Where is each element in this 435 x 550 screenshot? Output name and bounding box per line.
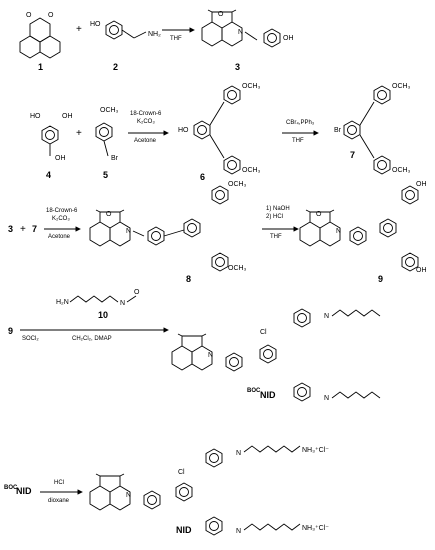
svg-text:NH₃⁺Cl⁻: NH₃⁺Cl⁻	[302, 525, 329, 532]
svg-text:OCH₃: OCH₃	[392, 167, 411, 174]
compound-2: HO NH₂ 2	[90, 20, 161, 72]
svg-text:7: 7	[32, 224, 37, 234]
label-1: 1	[38, 62, 43, 72]
svg-text:dioxane: dioxane	[48, 498, 70, 504]
svg-text:Br: Br	[111, 155, 119, 162]
svg-text:N: N	[236, 450, 241, 457]
label-9: 9	[378, 274, 383, 284]
svg-text:N: N	[126, 228, 131, 235]
svg-text:NH₂: NH₂	[148, 31, 161, 38]
compound-9: O N OH OH 9	[299, 181, 427, 284]
reactants-3-7: 3 + 7	[8, 224, 37, 235]
svg-text:Acetone: Acetone	[134, 138, 157, 144]
svg-text:THF: THF	[270, 234, 282, 240]
svg-text:NID: NID	[16, 486, 32, 496]
label-6: 6	[200, 172, 205, 182]
svg-text:CH₂Cl₂, DMAP: CH₂Cl₂, DMAP	[72, 336, 112, 342]
compound-3: O N OH 3	[201, 9, 294, 72]
svg-text:Br: Br	[334, 127, 342, 134]
plus-2: +	[76, 128, 82, 139]
svg-text:HCl: HCl	[54, 480, 64, 486]
r1-reagent: THF	[170, 36, 182, 42]
svg-text:OCH₃: OCH₃	[100, 107, 119, 114]
label-5: 5	[103, 170, 108, 180]
svg-text:3: 3	[8, 224, 13, 234]
svg-text:SOCl₂: SOCl₂	[22, 336, 39, 342]
compound-6: OCH₃ OCH₃ HO 6	[178, 83, 261, 182]
svg-text:+: +	[20, 224, 26, 235]
svg-text:THF: THF	[292, 138, 304, 144]
svg-text:1) NaOH: 1) NaOH	[266, 206, 290, 212]
svg-text:2) HCl: 2) HCl	[266, 214, 283, 220]
label-10: 10	[98, 310, 108, 320]
svg-text:OH: OH	[62, 113, 73, 120]
reactant-9: 9	[8, 326, 13, 336]
svg-text:HO: HO	[178, 127, 189, 134]
svg-text:BOC: BOC	[4, 485, 18, 491]
svg-text:K₂CO₃: K₂CO₃	[52, 216, 70, 222]
svg-text:O: O	[106, 211, 112, 218]
label-4: 4	[46, 170, 51, 180]
svg-text:18-Crown-6: 18-Crown-6	[130, 111, 162, 117]
svg-text:OCH₃: OCH₃	[242, 83, 261, 90]
svg-text:OCH₃: OCH₃	[228, 181, 247, 188]
svg-text:CBr₄,PPh₃: CBr₄,PPh₃	[286, 120, 315, 126]
svg-text:Cl: Cl	[260, 329, 267, 336]
svg-text:BOC: BOC	[247, 388, 261, 394]
svg-text:18-Crown-6: 18-Crown-6	[46, 208, 78, 214]
svg-text:Cl: Cl	[178, 469, 185, 476]
plus-1: +	[76, 24, 82, 35]
reactant-boc-nid: BOC NID	[4, 485, 32, 496]
svg-text:OCH₃: OCH₃	[228, 265, 247, 272]
svg-text:O: O	[48, 12, 54, 19]
svg-text:N: N	[238, 29, 243, 36]
compound-5: OCH₃ Br 5	[95, 107, 119, 180]
svg-text:OCH₃: OCH₃	[392, 83, 411, 90]
svg-text:HO: HO	[90, 21, 101, 28]
label-3: 3	[235, 62, 240, 72]
svg-text:NH₃⁺Cl⁻: NH₃⁺Cl⁻	[302, 447, 329, 454]
svg-text:H₂N: H₂N	[56, 299, 69, 306]
svg-text:N: N	[120, 300, 125, 307]
label-2: 2	[113, 62, 118, 72]
label-boc-nid: NID	[260, 390, 276, 400]
svg-text:O: O	[26, 12, 32, 19]
label-8: 8	[186, 274, 191, 284]
compound-1: O O 1	[19, 12, 61, 72]
svg-text:N: N	[236, 528, 241, 535]
svg-text:Acetone: Acetone	[48, 234, 71, 240]
svg-text:O: O	[218, 11, 224, 18]
svg-text:N: N	[126, 492, 131, 499]
svg-text:OH: OH	[416, 181, 427, 188]
compound-nid: N Cl N NH₃⁺Cl⁻ N NH₃⁺Cl⁻ NID	[89, 445, 329, 536]
compound-8: O N OCH₃ OCH₃ 8	[89, 181, 247, 284]
label-nid: NID	[176, 525, 192, 535]
compound-4: HO OH OH 4	[30, 113, 73, 180]
svg-text:OH: OH	[416, 267, 427, 274]
svg-text:OCH₃: OCH₃	[242, 167, 261, 174]
svg-text:HO: HO	[30, 113, 41, 120]
svg-text:N: N	[324, 313, 329, 320]
compound-boc-nid: N Cl N N BOC NID	[171, 308, 381, 402]
svg-text:O: O	[134, 289, 140, 296]
compound-7: OCH₃ OCH₃ Br 7	[334, 83, 411, 175]
svg-text:OH: OH	[283, 35, 294, 42]
compound-10: H₂N N O 10	[56, 289, 140, 320]
svg-text:O: O	[316, 211, 322, 218]
svg-text:N: N	[324, 395, 329, 402]
svg-text:K₂CO₃: K₂CO₃	[137, 119, 155, 125]
svg-text:N: N	[208, 352, 213, 359]
svg-text:OH: OH	[55, 155, 66, 162]
label-7: 7	[350, 150, 355, 160]
svg-text:N: N	[336, 228, 341, 235]
